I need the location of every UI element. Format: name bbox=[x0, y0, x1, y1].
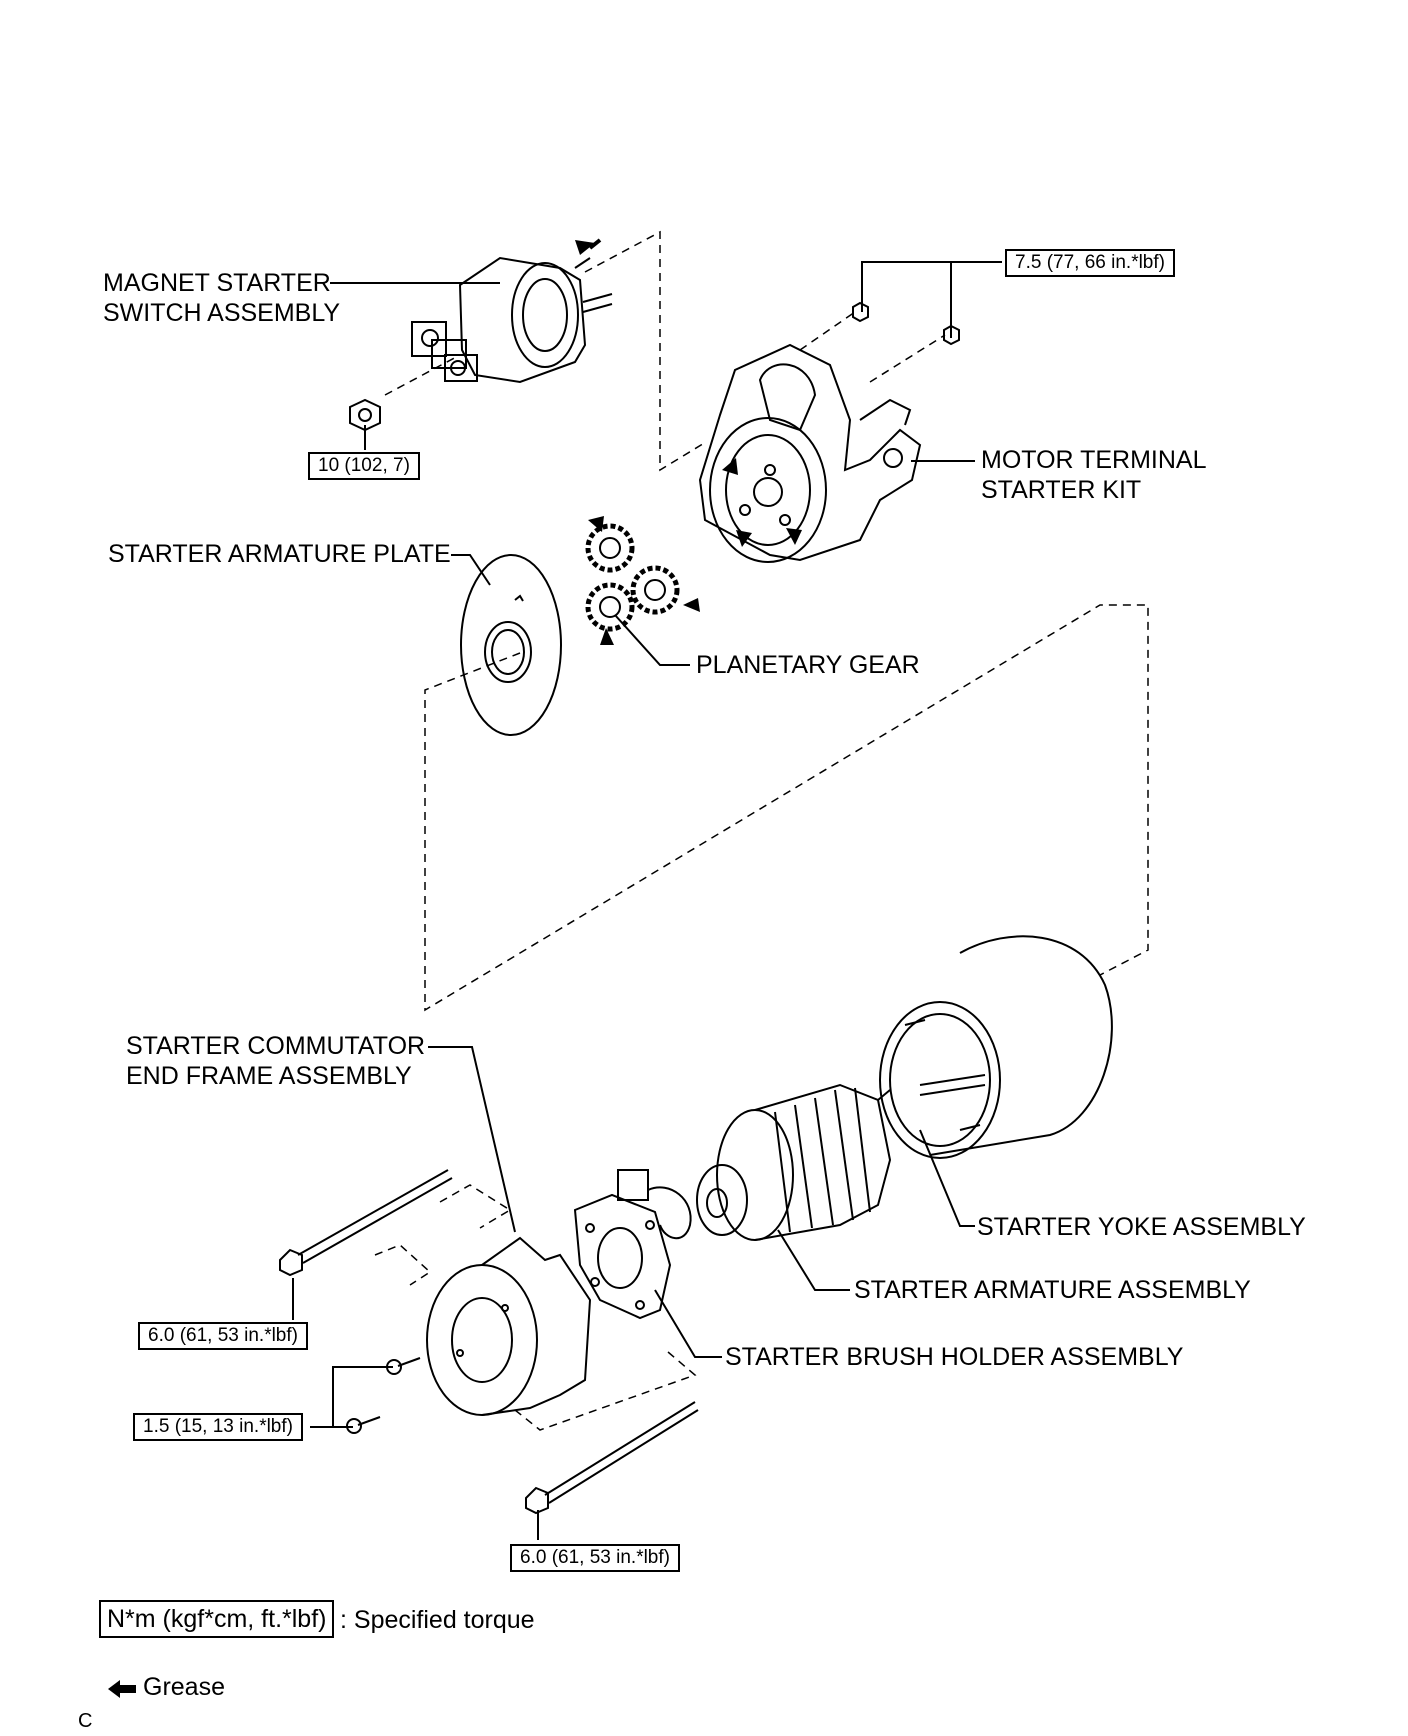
planetary-gears-illustration bbox=[585, 523, 680, 632]
commutator-end-frame-illustration bbox=[426, 1236, 592, 1416]
label-brush-holder: STARTER BRUSH HOLDER ASSEMBLY bbox=[725, 1343, 1184, 1371]
label-planetary-gear: PLANETARY GEAR bbox=[696, 651, 920, 679]
through-bolt-bottom bbox=[525, 1401, 699, 1515]
yoke-illustration bbox=[879, 935, 1113, 1159]
torque-magnet-switch-nut: 10 (102, 7) bbox=[308, 452, 420, 480]
leader-lines bbox=[292, 261, 1002, 1540]
brush-holder-illustration bbox=[573, 1169, 692, 1320]
label-magnet-starter: MAGNET STARTER SWITCH ASSEMBLY bbox=[103, 269, 341, 327]
legend-torque-description: : Specified torque bbox=[340, 1606, 535, 1634]
through-bolt-left bbox=[279, 1169, 453, 1277]
legend-torque-unit-box: N*m (kgf*cm, ft.*lbf) bbox=[99, 1600, 335, 1638]
armature-plate-illustration bbox=[460, 554, 562, 736]
footer-code: C bbox=[78, 1710, 93, 1732]
motor-terminal-kit-illustration bbox=[698, 301, 960, 563]
screws bbox=[346, 1357, 421, 1434]
label-armature-assembly: STARTER ARMATURE ASSEMBLY bbox=[854, 1276, 1251, 1304]
magnet-starter-switch-illustration bbox=[349, 256, 613, 432]
torque-motor-terminal-nuts: 7.5 (77, 66 in.*lbf) bbox=[1005, 249, 1175, 277]
assembly-lines bbox=[374, 230, 1149, 1431]
grease-arrows bbox=[575, 238, 802, 645]
armature-assembly-illustration bbox=[696, 1083, 892, 1241]
label-armature-plate: STARTER ARMATURE PLATE bbox=[108, 540, 451, 568]
label-motor-terminal: MOTOR TERMINAL STARTER KIT bbox=[981, 446, 1207, 504]
torque-through-bolt-left: 6.0 (61, 53 in.*lbf) bbox=[138, 1322, 308, 1350]
label-commutator-end-frame: STARTER COMMUTATOR END FRAME ASSEMBLY bbox=[126, 1032, 426, 1090]
grease-legend-arrow-icon bbox=[108, 1680, 136, 1698]
torque-screws: 1.5 (15, 13 in.*lbf) bbox=[133, 1413, 303, 1441]
torque-through-bolt-bottom: 6.0 (61, 53 in.*lbf) bbox=[510, 1544, 680, 1572]
label-yoke: STARTER YOKE ASSEMBLY bbox=[977, 1213, 1306, 1241]
legend-grease-text: Grease bbox=[143, 1673, 225, 1701]
